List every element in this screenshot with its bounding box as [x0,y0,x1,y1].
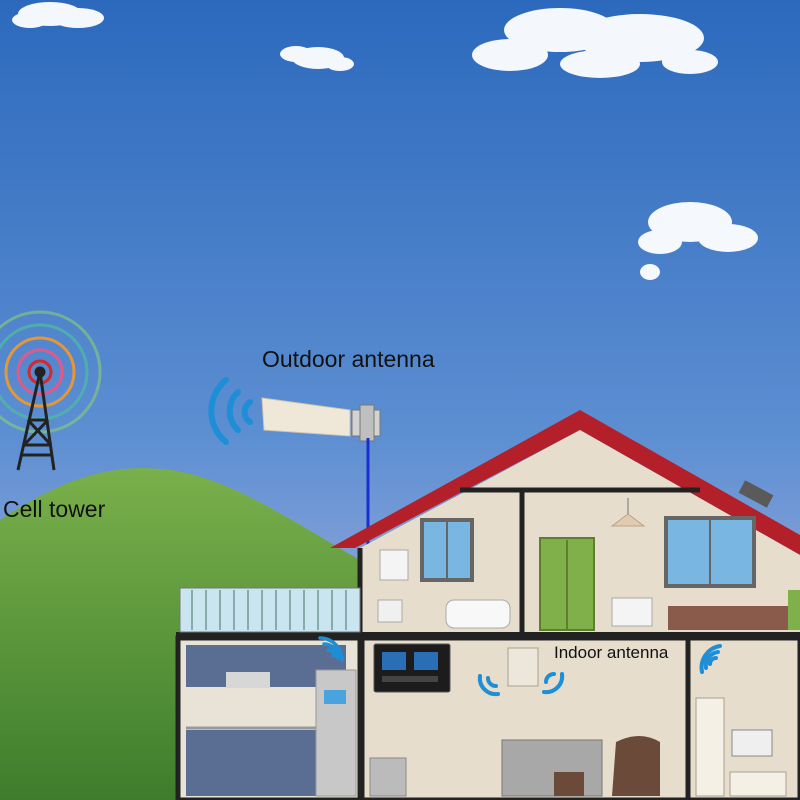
clouds [12,2,758,280]
tower-icon [16,366,56,471]
bedroom [539,498,800,631]
living-furniture [369,736,660,797]
cloud [12,2,104,28]
wifi-waves-icon [208,377,253,445]
roof [330,410,800,555]
outdoor-antenna [261,397,381,442]
cloud [638,202,758,280]
wifi-waves-icon [318,636,344,662]
cell-tower-label: Cell tower [3,496,106,522]
cloud [280,46,354,71]
balcony-railing [179,587,361,633]
kitchen-cabinets [186,645,357,797]
cloud [472,8,718,78]
wifi-waves-icon [477,644,722,697]
signal-booster [373,643,451,693]
outdoor-antenna-label: Outdoor antenna [262,346,435,372]
indoor-antenna [507,647,539,687]
bathroom [377,518,511,629]
indoor-antenna-label: Indoor antenna [554,643,669,662]
side-room-furniture [695,697,787,797]
floor-slab [176,632,800,638]
chimney [738,480,774,508]
